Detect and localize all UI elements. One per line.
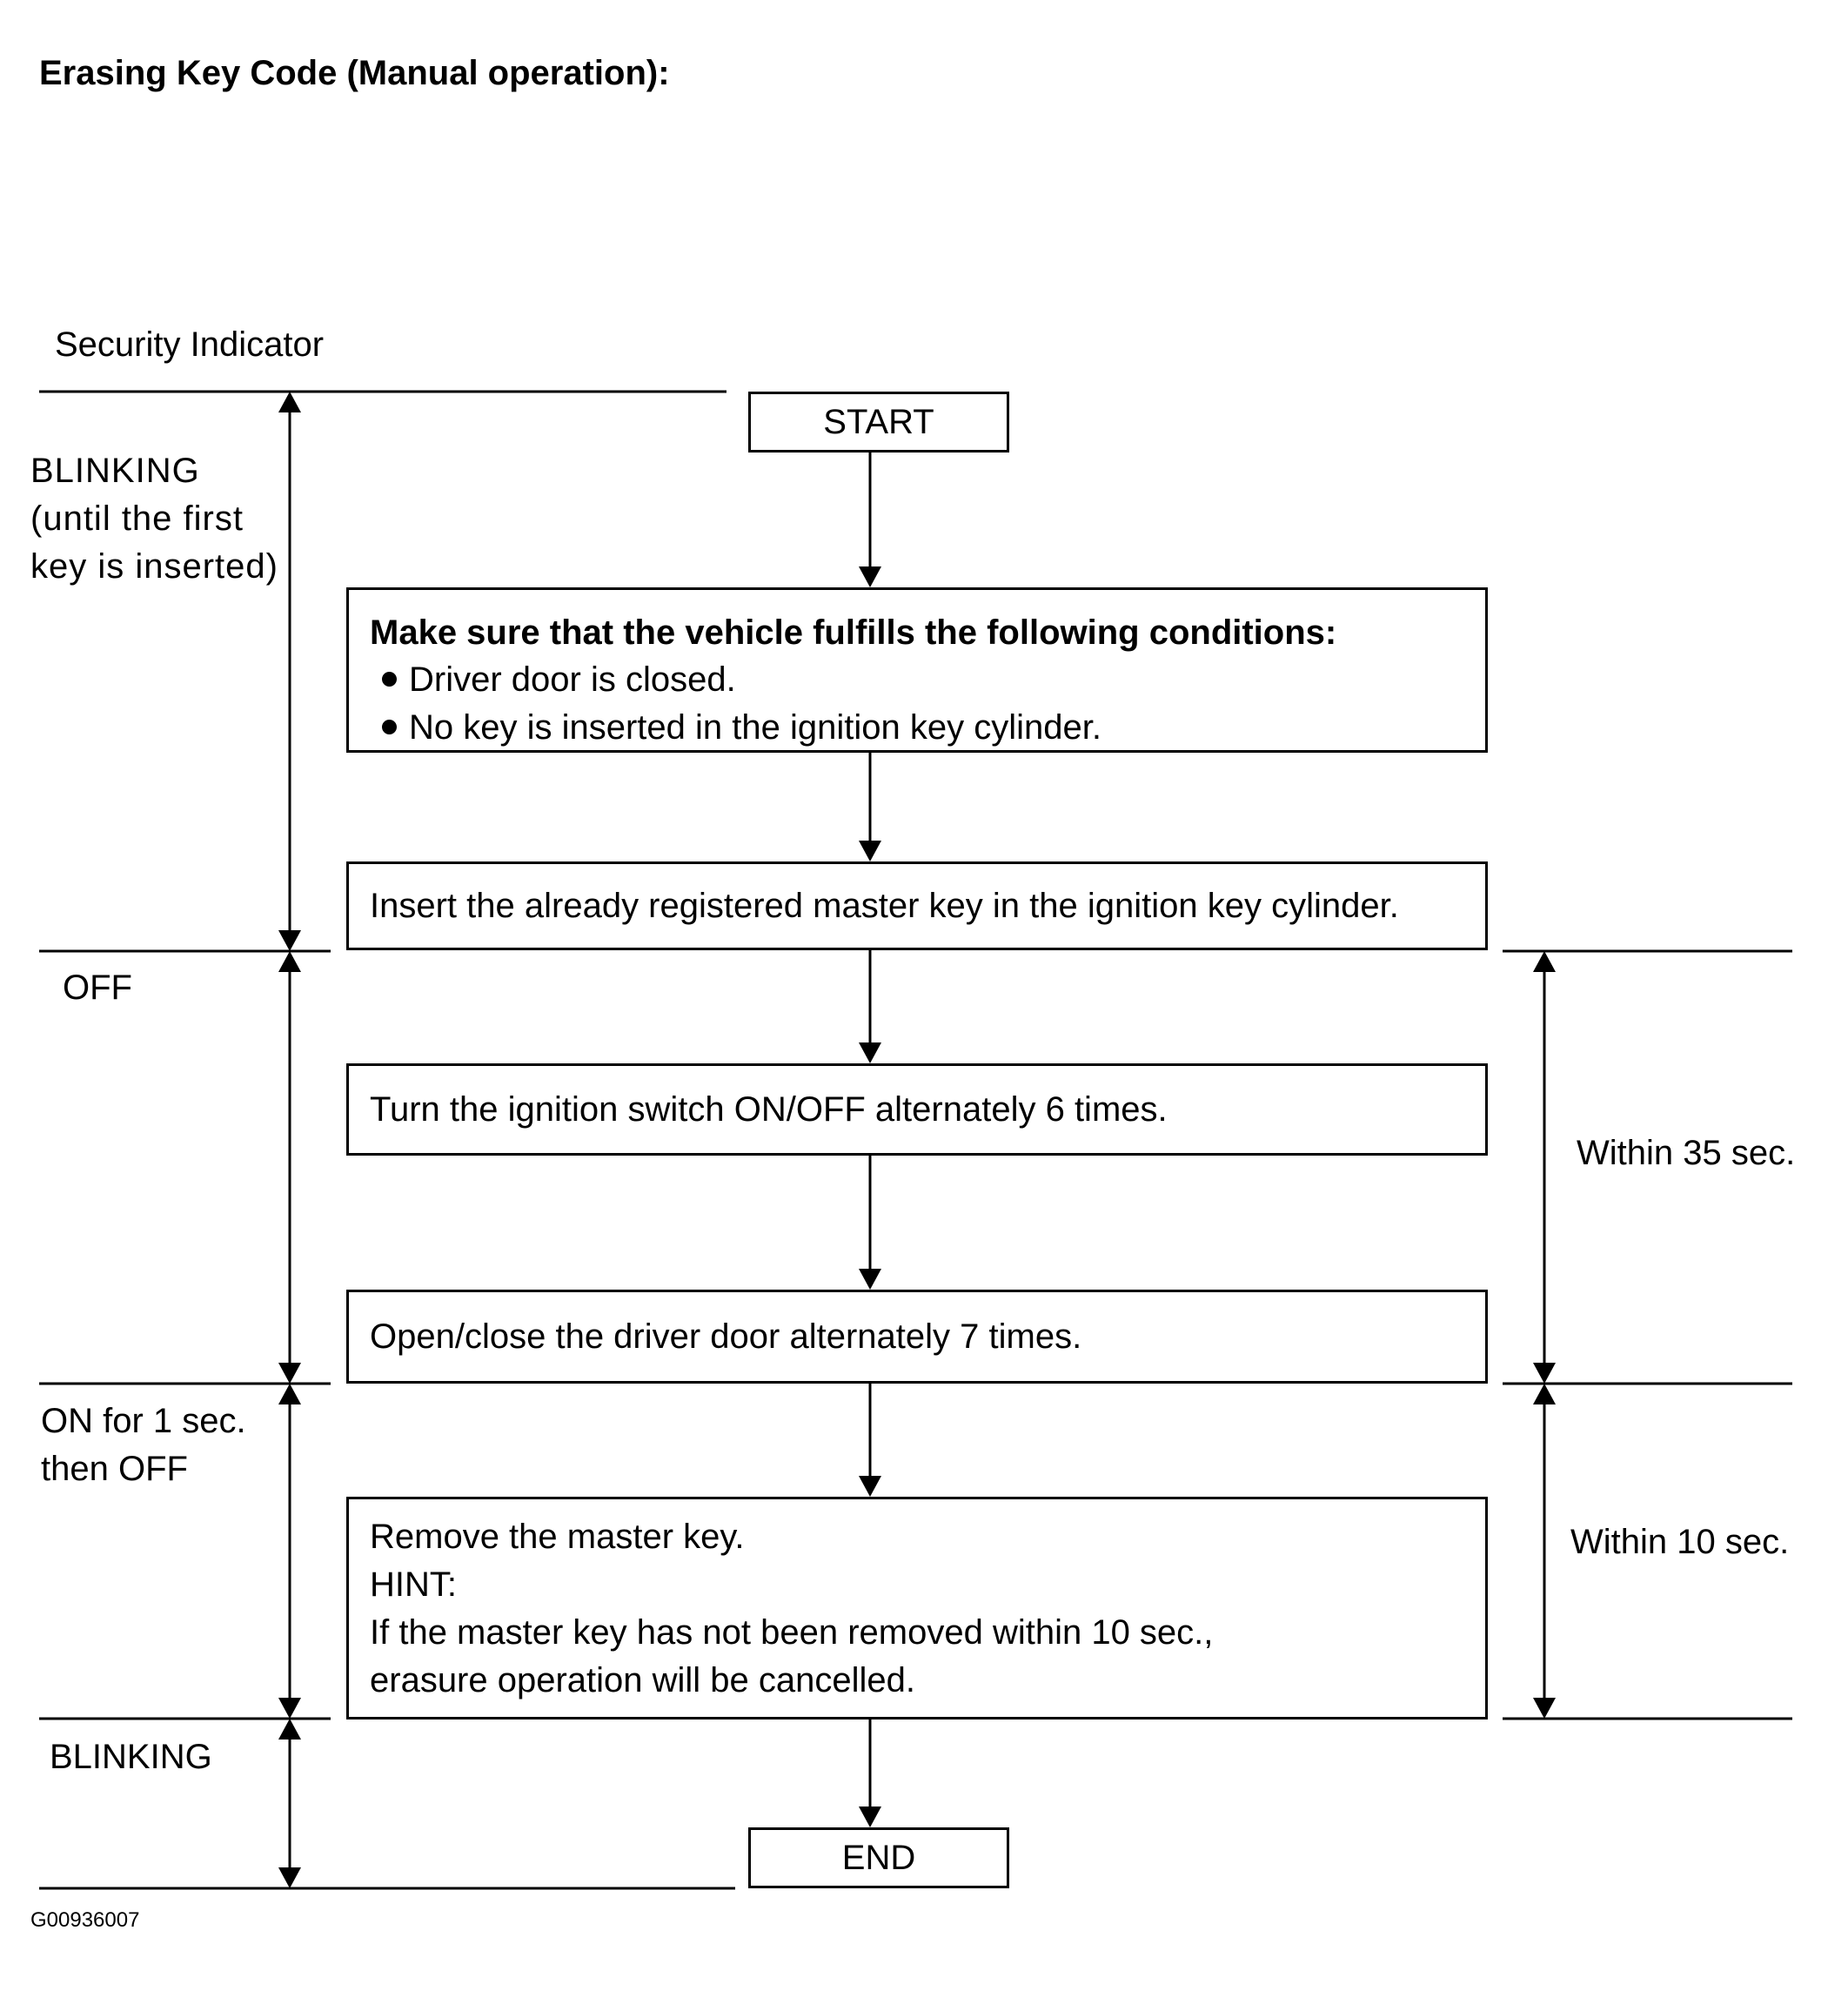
- step-text: Open/close the driver door alternately 7…: [370, 1317, 1082, 1356]
- timer-label-10: Within 10 sec.: [1570, 1523, 1790, 1561]
- state-line: (until the first: [30, 499, 244, 538]
- indicator-state-blinking-final: BLINKING: [50, 1733, 212, 1781]
- step-box-insert-key: Insert the already registered master key…: [346, 861, 1488, 950]
- arrow-down-icon: [278, 1867, 301, 1888]
- step-line: erasure operation will be cancelled.: [370, 1661, 916, 1699]
- bullet-icon: [382, 671, 397, 687]
- column-heading: Security Indicator: [55, 325, 325, 364]
- indicator-state-on: ON for 1 sec. then OFF: [41, 1398, 246, 1493]
- end-label: END: [841, 1838, 916, 1877]
- step-box-remove-key: Remove the master key. HINT: If the mast…: [346, 1497, 1488, 1719]
- state-line: key is inserted): [30, 547, 278, 586]
- arrow-down-icon: [859, 1476, 881, 1497]
- step-text: Insert the already registered master key…: [370, 886, 1399, 925]
- state-line: OFF: [63, 969, 132, 1007]
- arrow-up-icon: [1533, 1384, 1556, 1404]
- arrow-down-icon: [859, 566, 881, 587]
- end-box: END: [748, 1827, 1009, 1888]
- start-label: START: [823, 402, 934, 441]
- arrow-down-icon: [278, 1363, 301, 1384]
- step-box-conditions: Make sure that the vehicle fulfills the …: [346, 587, 1488, 753]
- step-line: HINT:: [370, 1565, 457, 1604]
- arrow-down-icon: [1533, 1698, 1556, 1719]
- step-box-ignition-toggle: Turn the ignition switch ON/OFF alternat…: [346, 1063, 1488, 1156]
- arrow-up-icon: [278, 392, 301, 412]
- bullet-text: No key is inserted in the ignition key c…: [409, 708, 1101, 747]
- arrow-down-icon: [859, 841, 881, 861]
- arrow-down-icon: [859, 1042, 881, 1063]
- arrow-up-icon: [1533, 951, 1556, 972]
- step-heading: Make sure that the vehicle fulfills the …: [370, 613, 1337, 652]
- arrow-up-icon: [278, 951, 301, 972]
- timer-label-35: Within 35 sec.: [1577, 1134, 1796, 1172]
- step-line: If the master key has not been removed w…: [370, 1613, 1214, 1652]
- bullet-icon: [382, 719, 397, 734]
- arrow-down-icon: [859, 1269, 881, 1290]
- arrow-up-icon: [278, 1719, 301, 1740]
- step-text: Turn the ignition switch ON/OFF alternat…: [370, 1089, 1168, 1129]
- step-line: Remove the master key.: [370, 1518, 745, 1556]
- state-line: BLINKING: [30, 452, 200, 490]
- arrow-down-icon: [278, 930, 301, 951]
- state-line: ON for 1 sec.: [41, 1402, 246, 1440]
- indicator-state-off: OFF: [63, 964, 132, 1012]
- step-box-door-toggle: Open/close the driver door alternately 7…: [346, 1290, 1488, 1384]
- indicator-state-blinking: BLINKING (until the first key is inserte…: [30, 447, 278, 591]
- arrow-down-icon: [859, 1807, 881, 1827]
- state-line: BLINKING: [50, 1738, 212, 1776]
- start-box: START: [748, 392, 1009, 452]
- page-title: Erasing Key Code (Manual operation):: [39, 54, 670, 92]
- arrow-down-icon: [1533, 1363, 1556, 1384]
- figure-id: G00936007: [30, 1908, 140, 1932]
- bullet-item: No key is inserted in the ignition key c…: [370, 704, 1485, 752]
- bullet-item: Driver door is closed.: [370, 656, 1485, 704]
- state-line: then OFF: [41, 1450, 188, 1488]
- bullet-text: Driver door is closed.: [409, 660, 736, 699]
- arrow-down-icon: [278, 1698, 301, 1719]
- arrow-up-icon: [278, 1384, 301, 1404]
